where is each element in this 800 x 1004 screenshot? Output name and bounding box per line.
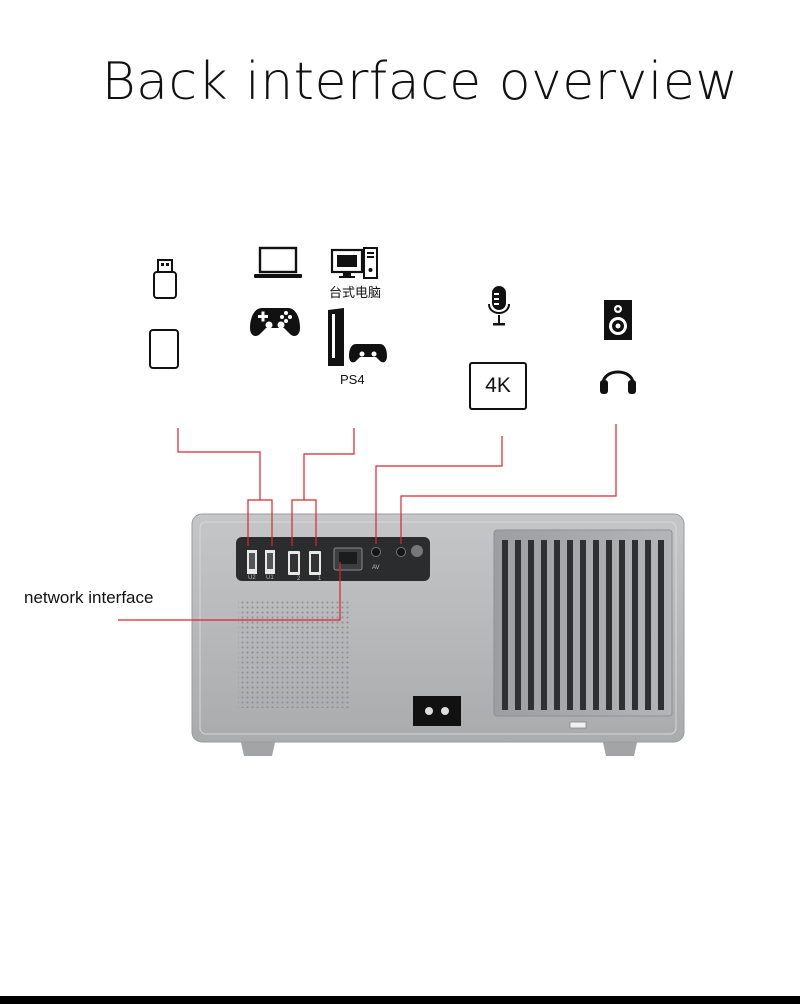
page-title: Back interface overview (101, 52, 739, 112)
av-port-label: AV (372, 565, 380, 571)
memory-card-icon (148, 328, 180, 370)
speaker-grille (238, 600, 350, 708)
power-button (411, 545, 423, 557)
bottom-bar (0, 996, 800, 1004)
ps4-label: PS4 (340, 372, 365, 387)
headphones-icon (598, 362, 638, 396)
network-interface-label: network interface (24, 588, 154, 607)
laptop-icon (252, 246, 304, 280)
vent-slats (502, 540, 664, 710)
port-panel (236, 537, 430, 581)
4k-badge: 4K (469, 362, 527, 410)
ps4-console-icon (326, 306, 388, 368)
microphone-icon (486, 284, 512, 328)
av-port (371, 547, 381, 557)
power-socket (413, 696, 461, 726)
desktop-label: 台式电脑 (329, 285, 382, 300)
usb1-port-label: U1 (266, 575, 274, 581)
hdmi1-port-label: 1 (318, 576, 322, 582)
desktop-computer-icon (330, 246, 380, 280)
headphone-port (396, 547, 406, 557)
speaker-icon (602, 298, 634, 342)
hdmi2-port-label: 2 (297, 576, 301, 582)
gamepad-icon (248, 304, 302, 340)
usb-drive-icon (150, 258, 180, 300)
connector-lines (118, 424, 617, 621)
usb2-port-label: U2 (248, 575, 256, 581)
